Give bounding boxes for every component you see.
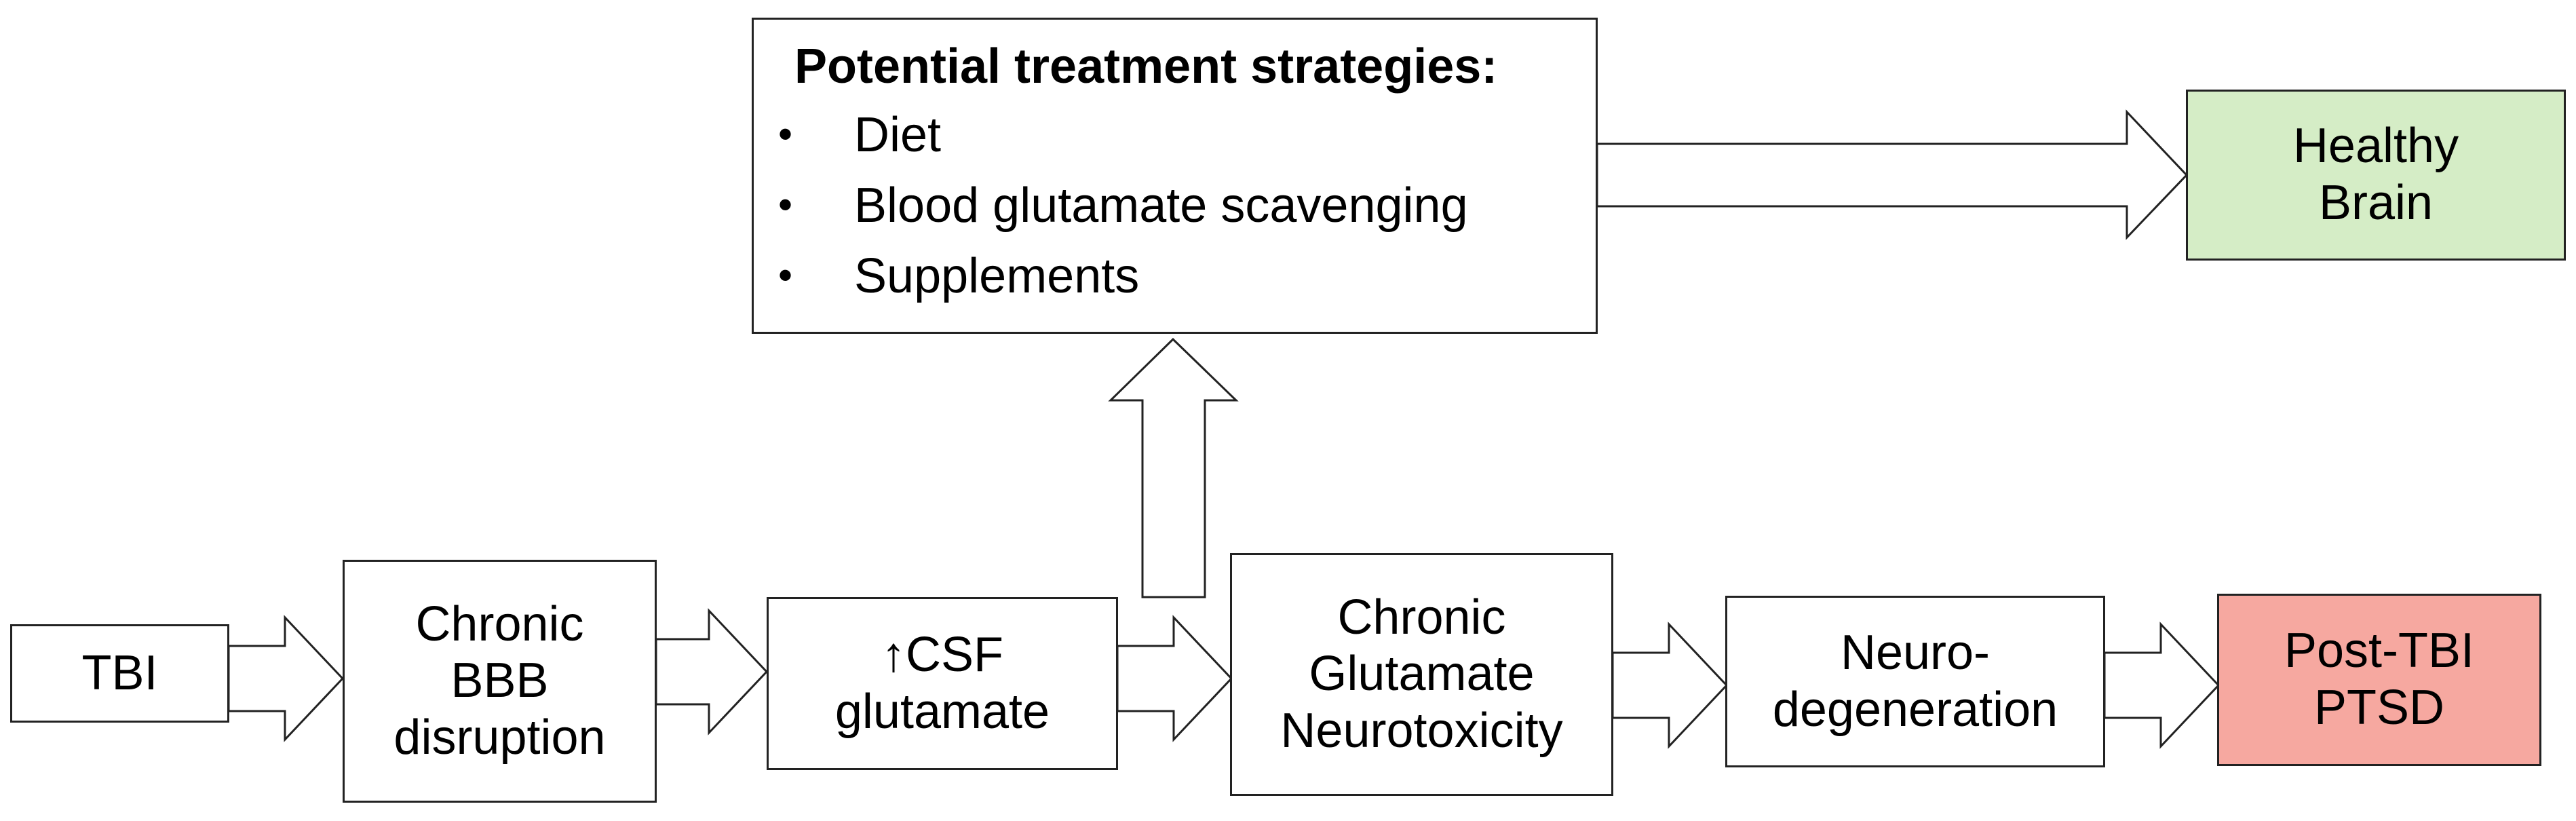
healthy-line-2: Brain: [2318, 176, 2434, 230]
tbi-label: TBI: [81, 645, 158, 700]
neurodeg-line-1: Neuro-: [1840, 625, 1991, 680]
csf-line-2: glutamate: [834, 684, 1050, 739]
strategy-item: • Blood glutamate scavenging: [778, 170, 1468, 241]
arrow-tbi-to-bbb: [227, 615, 345, 742]
strategy-label: Blood glutamate scavenging: [854, 178, 1468, 233]
strategy-item: • Supplements: [778, 241, 1468, 311]
neurotox-line-3: Neurotoxicity: [1280, 703, 1563, 758]
bbb-line-1: Chronic: [415, 596, 584, 651]
bullet-icon: •: [778, 252, 793, 299]
healthy-brain-box: Healthy Brain: [2186, 90, 2566, 261]
tbi-box: TBI: [10, 624, 229, 723]
arrow-neurodeg-to-ptsd: [2103, 622, 2221, 749]
bbb-line-2: BBB: [450, 653, 549, 708]
bullet-icon: •: [778, 111, 793, 157]
glutamate-neurotoxicity-box: Chronic Glutamate Neurotoxicity: [1230, 553, 1613, 796]
ptsd-line-2: PTSD: [2313, 681, 2445, 735]
csf-glutamate-box: ↑CSF glutamate: [767, 597, 1118, 770]
strategy-label: Supplements: [854, 249, 1140, 304]
arrow-csf-to-neurotox: [1116, 615, 1233, 742]
ptsd-line-1: Post-TBI: [2284, 624, 2475, 679]
neurodegeneration-box: Neuro- degeneration: [1725, 596, 2105, 767]
arrow-up-to-strategies: [1108, 337, 1239, 598]
bullet-icon: •: [778, 181, 793, 227]
arrow-neurotox-to-neurodeg: [1611, 622, 1729, 749]
neurotox-line-2: Glutamate: [1309, 647, 1535, 702]
strategy-label: Diet: [854, 107, 942, 162]
arrow-strategies-to-healthy: [1596, 109, 2189, 240]
healthy-line-1: Healthy: [2292, 119, 2459, 174]
bbb-line-3: disruption: [393, 710, 606, 765]
post-tbi-ptsd-box: Post-TBI PTSD: [2217, 594, 2541, 766]
bbb-disruption-box: Chronic BBB disruption: [343, 560, 657, 803]
neurotox-line-1: Chronic: [1337, 590, 1506, 645]
csf-line-1: ↑CSF: [881, 627, 1003, 682]
treatment-strategies-box: Potential treatment strategies: • Diet •…: [752, 18, 1598, 334]
neurodeg-line-2: degeneration: [1772, 682, 2058, 737]
strategies-list: • Diet • Blood glutamate scavenging • Su…: [778, 100, 1468, 312]
arrow-bbb-to-csf: [655, 608, 769, 736]
strategy-item: • Diet: [778, 100, 1468, 170]
strategies-title: Potential treatment strategies:: [794, 39, 1498, 94]
